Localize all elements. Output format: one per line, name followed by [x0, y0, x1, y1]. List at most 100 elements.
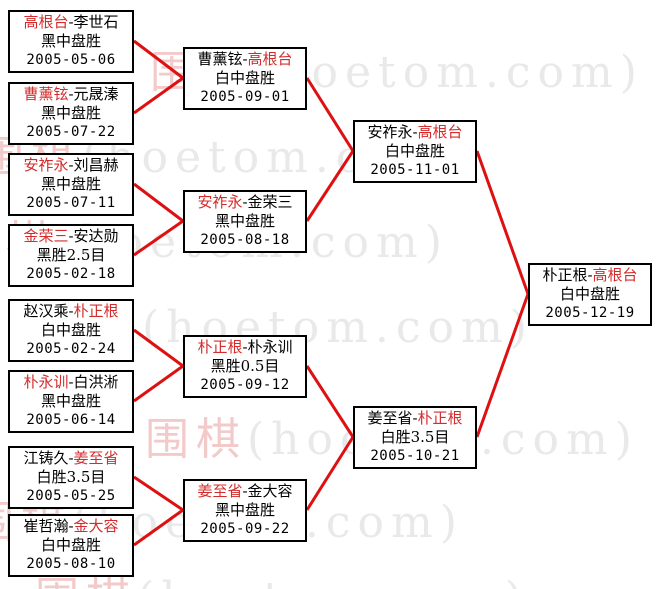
- match-result: 黑中盘胜: [40, 32, 101, 50]
- match-box-r3m1: 安祚永-高根台 白中盘胜 2005-11-01: [353, 120, 477, 183]
- match-box-r1m8: 崔哲瀚-金大容 白中盘胜 2005-08-10: [8, 514, 134, 577]
- match-players: 曹薰铉-高根台: [185, 50, 305, 69]
- match-box-r2m2: 安祚永-金荣三 黑中盘胜 2005-08-18: [183, 190, 307, 253]
- match-result: 白中盘胜: [40, 536, 101, 554]
- connector-line: [133, 182, 184, 223]
- connector-line: [305, 365, 355, 438]
- player-name: 高根台: [592, 266, 638, 284]
- match-result: 白中盘胜: [559, 285, 620, 303]
- dash-separator: -: [587, 266, 593, 284]
- match-players: 江铸久-姜至省: [10, 449, 132, 468]
- watermark-row: 围棋(hoetom.com): [35, 562, 529, 589]
- match-players: 安祚永-刘昌赫: [10, 156, 132, 175]
- match-box-r1m2: 曹薰铉-元晟溱 黑中盘胜 2005-07-22: [8, 82, 134, 145]
- player-name: 高根台: [247, 50, 293, 68]
- player-name: 金大容: [73, 517, 119, 535]
- match-date: 2005-12-19: [545, 305, 635, 321]
- match-result: 白中盘胜: [214, 69, 275, 87]
- dash-separator: -: [242, 338, 248, 356]
- connector-line: [133, 475, 184, 512]
- player-name: 高根台: [417, 123, 463, 141]
- match-players: 安祚永-金荣三: [185, 193, 305, 212]
- match-date: 2005-09-22: [200, 521, 290, 537]
- player-name: 朴永训: [23, 373, 69, 391]
- match-result: 黑中盘胜: [40, 392, 101, 410]
- player-name: 朴正根: [542, 266, 588, 284]
- match-players: 姜至省-金大容: [185, 482, 305, 501]
- player-name: 姜至省: [197, 482, 243, 500]
- match-result: 黑胜2.5目: [36, 246, 106, 264]
- match-date: 2005-02-18: [26, 266, 116, 282]
- dash-separator: -: [242, 482, 248, 500]
- dash-separator: -: [68, 85, 74, 103]
- match-result: 白胜3.5目: [380, 428, 450, 446]
- player-name: 安祚永: [367, 123, 413, 141]
- connector-line: [133, 219, 184, 257]
- player-name: 刘昌赫: [73, 156, 119, 174]
- dash-separator: -: [68, 302, 74, 320]
- match-players: 朴正根-朴永训: [185, 338, 305, 357]
- dash-separator: -: [68, 517, 74, 535]
- dash-separator: -: [68, 449, 74, 467]
- connector-line: [133, 39, 184, 80]
- match-date: 2005-11-01: [370, 162, 460, 178]
- connector-line: [305, 436, 355, 511]
- match-result: 黑中盘胜: [214, 501, 275, 519]
- match-players: 赵汉乘-朴正根: [10, 302, 132, 321]
- connector-line: [305, 150, 355, 222]
- match-players: 高根台-李世石: [10, 13, 132, 32]
- watermark-latin-text: (hoetom.com): [137, 573, 529, 589]
- player-name: 姜至省: [73, 449, 119, 467]
- dash-separator: -: [242, 50, 248, 68]
- player-name: 朴永训: [247, 338, 293, 356]
- match-box-r1m4: 金荣三-安达勋 黑胜2.5目 2005-02-18: [8, 224, 134, 287]
- connector-line: [475, 293, 530, 438]
- match-players: 安祚永-高根台: [355, 123, 475, 142]
- match-box-r1m6: 朴永训-白洪淅 黑中盘胜 2005-06-14: [8, 370, 134, 433]
- player-name: 江铸久: [23, 449, 69, 467]
- match-date: 2005-09-01: [200, 89, 290, 105]
- match-date: 2005-09-12: [200, 377, 290, 393]
- match-box-r3m2: 姜至省-朴正根 白胜3.5目 2005-10-21: [353, 406, 477, 469]
- match-box-r1m7: 江铸久-姜至省 白胜3.5目 2005-05-25: [8, 446, 134, 509]
- player-name: 曹薰铉: [23, 85, 69, 103]
- match-players: 金荣三-安达勋: [10, 227, 132, 246]
- dash-separator: -: [412, 123, 418, 141]
- dash-separator: -: [68, 227, 74, 245]
- player-name: 安祚永: [23, 156, 69, 174]
- match-players: 曹薰铉-元晟溱: [10, 85, 132, 104]
- match-players: 朴正根-高根台: [530, 266, 650, 285]
- player-name: 安达勋: [73, 227, 119, 245]
- match-date: 2005-07-22: [26, 124, 116, 140]
- dash-separator: -: [242, 193, 248, 211]
- match-date: 2005-06-14: [26, 412, 116, 428]
- match-players: 朴永训-白洪淅: [10, 373, 132, 392]
- match-box-r1m5: 赵汉乘-朴正根 白中盘胜 2005-02-24: [8, 299, 134, 362]
- dash-separator: -: [412, 409, 418, 427]
- player-name: 朴正根: [417, 409, 463, 427]
- match-result: 黑中盘胜: [40, 175, 101, 193]
- player-name: 朴正根: [73, 302, 119, 320]
- match-result: 白胜3.5目: [36, 468, 106, 486]
- connector-line: [133, 76, 184, 115]
- player-name: 曹薰铉: [197, 50, 243, 68]
- match-box-r2m4: 姜至省-金大容 黑中盘胜 2005-09-22: [183, 479, 307, 542]
- player-name: 金荣三: [247, 193, 293, 211]
- match-box-r2m1: 曹薰铉-高根台 白中盘胜 2005-09-01: [183, 47, 307, 110]
- player-name: 金荣三: [23, 227, 69, 245]
- match-date: 2005-08-18: [200, 232, 290, 248]
- match-date: 2005-02-24: [26, 341, 116, 357]
- match-result: 黑中盘胜: [214, 212, 275, 230]
- player-name: 白洪淅: [73, 373, 119, 391]
- player-name: 安祚永: [197, 193, 243, 211]
- match-date: 2005-08-10: [26, 556, 116, 572]
- player-name: 李世石: [73, 13, 119, 31]
- connector-line: [475, 150, 530, 295]
- connector-line: [133, 328, 184, 368]
- player-name: 元晟溱: [73, 85, 119, 103]
- watermark-cjk-text: 围棋: [35, 573, 137, 589]
- match-box-final: 朴正根-高根台 白中盘胜 2005-12-19: [528, 263, 652, 326]
- match-players: 姜至省-朴正根: [355, 409, 475, 428]
- match-result: 白中盘胜: [40, 321, 101, 339]
- match-result: 黑中盘胜: [40, 104, 101, 122]
